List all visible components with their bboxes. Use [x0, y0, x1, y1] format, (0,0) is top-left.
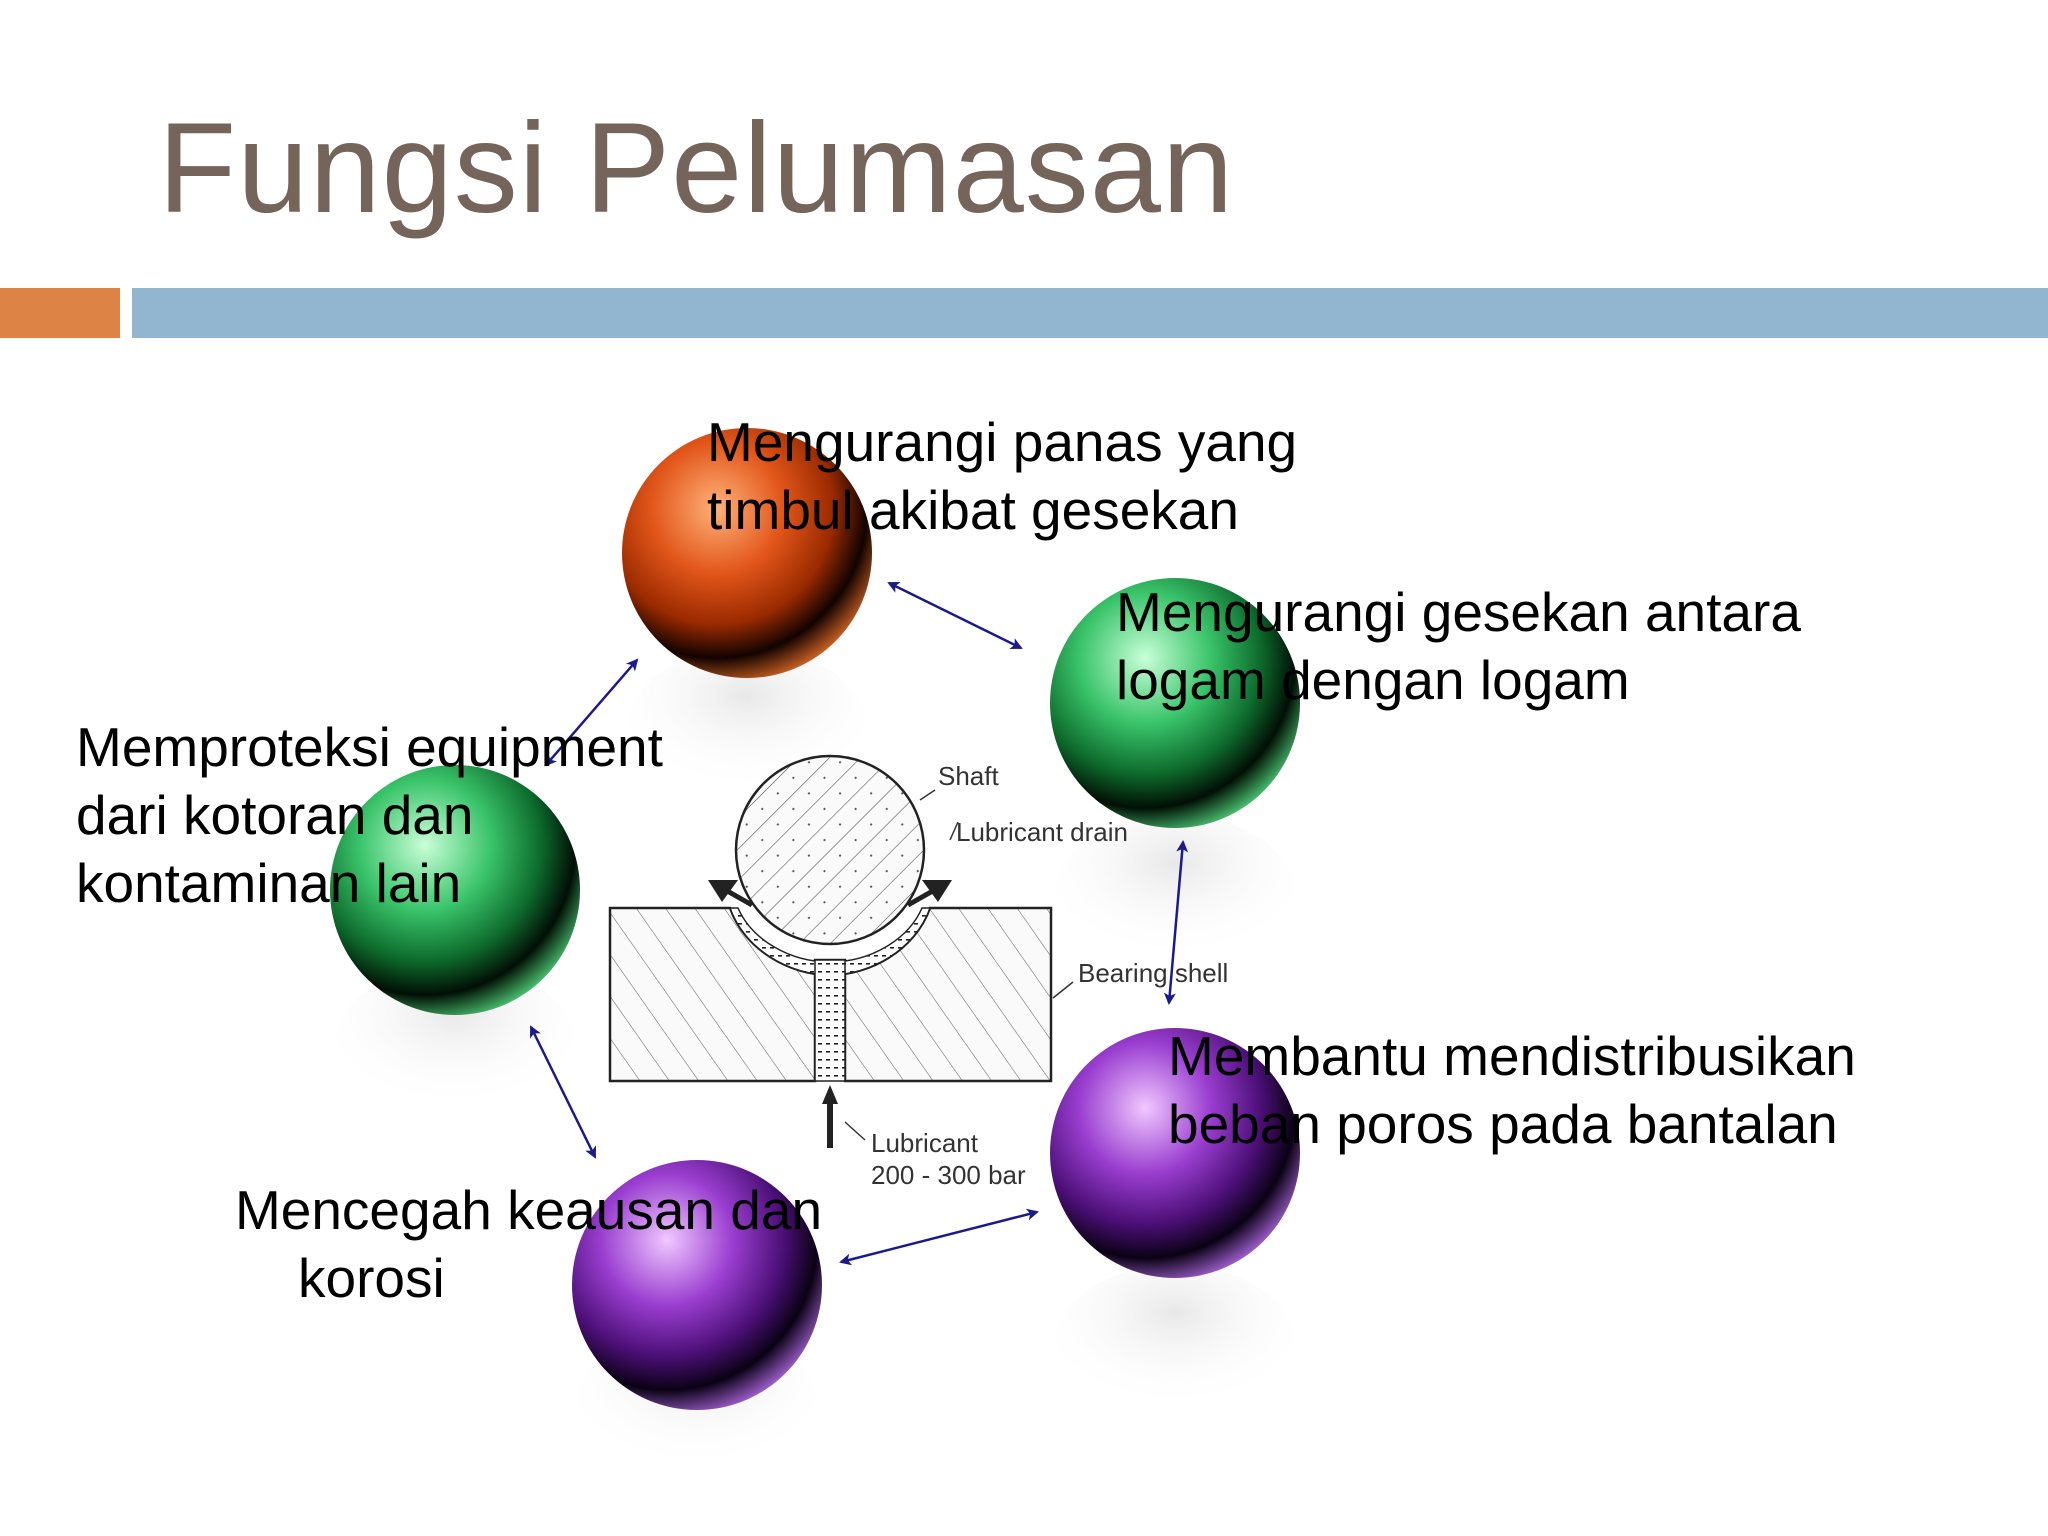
green-sphere-right [1050, 578, 1300, 828]
pressure-arrowhead [822, 1085, 838, 1104]
label-lubricant: Lubricant [871, 1128, 979, 1158]
arrow-wear-protect [529, 1025, 597, 1159]
leader-line [949, 821, 959, 841]
arrow-protect-heat [544, 658, 639, 767]
leader-line [844, 1121, 866, 1141]
connector-arrows [529, 581, 1189, 1266]
arrow-load-wear [839, 1208, 1039, 1266]
accent-bar-blue [132, 288, 2048, 338]
lubricant-channel [814, 959, 846, 1082]
sphere-reflection [335, 965, 575, 1125]
purple-sphere-right [1050, 1028, 1300, 1278]
leader-line [919, 789, 936, 801]
accent-bar-orange [0, 288, 120, 338]
label-bearing-shell: Bearing shell [1078, 958, 1228, 988]
function-label-distribute-load: Membantu mendistribusikan beban poros pa… [1168, 1025, 1856, 1155]
bearing-diagram: Shaft Lubricant drain Bearing shell Lubr… [608, 754, 1228, 1190]
function-label-protect-equipment: Memproteksi equipment dari kotoran dan k… [76, 716, 663, 914]
shaft-shape [734, 754, 926, 946]
drain-arrowhead-right [922, 880, 952, 902]
label-lubricant-drain: Lubricant drain [956, 817, 1128, 847]
orange-sphere [622, 428, 872, 678]
arrow-friction-load [1163, 840, 1189, 1005]
label-pressure: 200 - 300 bar [871, 1160, 1026, 1190]
sphere-reflection [1055, 1265, 1295, 1425]
function-label-prevent-wear: Mencegah keausan dan korosi [234, 1179, 823, 1309]
arrow-heat-friction [887, 581, 1023, 650]
lubricant-film [728, 907, 932, 976]
green-sphere-left [330, 765, 580, 1015]
label-shaft: Shaft [938, 761, 999, 791]
slide-title: Fungsi Pelumasan [158, 97, 1235, 240]
leader-line [1052, 981, 1074, 999]
function-label-reduce-heat: Mengurangi panas yang timbul akibat gese… [707, 411, 1298, 541]
function-label-reduce-friction: Mengurangi gesekan antara logam dengan l… [1116, 581, 1801, 711]
purple-sphere-left [572, 1160, 822, 1410]
drain-arrowhead-left [708, 880, 738, 902]
